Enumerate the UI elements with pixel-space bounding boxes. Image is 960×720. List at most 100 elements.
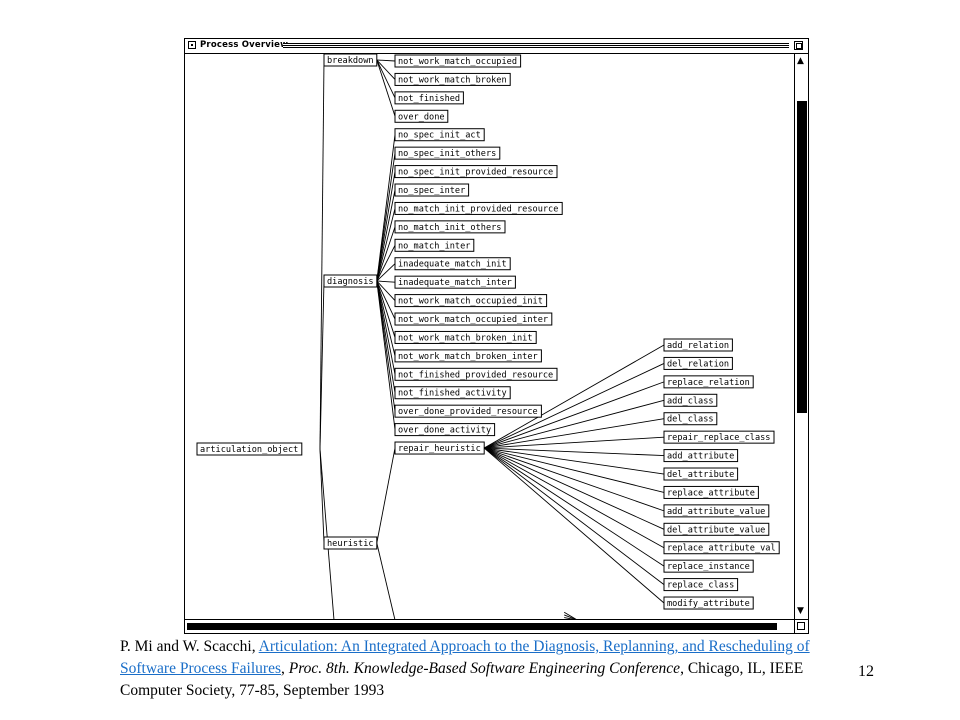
tree-edge (376, 280, 396, 301)
node-label: del_class (667, 415, 714, 425)
node-box (394, 441, 485, 455)
node-label: no_match_inter (398, 241, 470, 251)
node-box (663, 430, 775, 444)
node-leaf[interactable]: over_done_activity (394, 423, 496, 437)
node-box (394, 367, 558, 381)
node-box (394, 330, 537, 344)
node-box (394, 165, 558, 179)
node-box (663, 412, 718, 426)
node-leaf[interactable]: not_work_match_occupied_inter (394, 312, 553, 326)
node-leaf[interactable]: no_match_init_others (394, 220, 506, 234)
node-box (663, 596, 754, 610)
node-leaf[interactable]: not_finished_activity (394, 386, 511, 400)
node-repair-child[interactable]: add_attribute (663, 449, 739, 463)
window-title-bar[interactable]: Process Overview (185, 39, 808, 54)
node-repair-child[interactable]: replace_relation (663, 375, 754, 389)
node-leaf[interactable]: no_spec_init_act (394, 128, 485, 142)
title-bar-stripes (283, 43, 789, 49)
citation-caption: P. Mi and W. Scacchi, Articulation: An I… (120, 636, 852, 702)
node-box (394, 128, 485, 142)
node-repair-child[interactable]: add_attribute_value (663, 504, 770, 518)
node-leaf[interactable]: inadequate_match_init (394, 257, 511, 271)
node-repair-child[interactable]: del_attribute (663, 467, 739, 481)
resize-box-icon[interactable] (794, 619, 808, 633)
node-leaf[interactable]: not_finished_provided_resource (394, 367, 558, 381)
tree-edge (376, 280, 396, 375)
node-leaf[interactable]: no_spec_inter (394, 183, 470, 197)
citation-venue: Proc. 8th. Knowledge-Based Software Engi… (288, 660, 681, 677)
node-label: replace_instance (667, 562, 750, 572)
node-box (394, 349, 542, 363)
node-leaf[interactable]: over_done_provided_resource (394, 404, 542, 418)
node-box (394, 423, 496, 437)
node-label: over_done (398, 112, 445, 122)
node-box (394, 220, 506, 234)
node-root[interactable]: articulation_object (196, 442, 303, 456)
node-label: no_spec_init_act (398, 131, 481, 141)
node-box (394, 275, 516, 289)
node-label: over_done_activity (398, 426, 491, 436)
node-box (394, 91, 464, 105)
node-leaf[interactable]: not_work_match_broken_inter (394, 349, 542, 363)
node-leaf[interactable]: not_finished (394, 91, 464, 105)
node-leaf[interactable]: no_match_inter (394, 238, 475, 252)
node-leaf[interactable]: no_spec_init_others (394, 146, 501, 160)
node-label: no_spec_inter (398, 186, 465, 196)
node-box (663, 504, 770, 518)
node-label: del_relation (667, 359, 729, 369)
horizontal-scrollbar[interactable] (185, 619, 794, 633)
node-repair-child[interactable]: replace_attribute (663, 485, 759, 499)
paper-title-link[interactable]: Articulation: An Integrated Approach to … (120, 638, 810, 677)
node-repair-child[interactable]: replace_attribute_val (663, 541, 780, 555)
zoom-box-icon[interactable] (794, 41, 803, 50)
node-box (663, 467, 739, 481)
node-leaf[interactable]: not_work_match_occupied_init (394, 294, 548, 308)
node-label: not_finished_activity (398, 389, 507, 399)
tree-edge (376, 59, 396, 117)
node-leaf[interactable]: not_work_match_occupied (394, 54, 522, 68)
node-repair-child[interactable]: add_class (663, 393, 718, 407)
node-repair-child[interactable]: del_attribute_value (663, 522, 770, 536)
vertical-scroll-thumb[interactable] (797, 101, 807, 413)
vertical-scrollbar[interactable]: ▲ ▼ (794, 54, 808, 620)
node-group-diagnosis[interactable]: diagnosis (323, 274, 378, 288)
node-leaf[interactable]: not_work_match_broken_init (394, 330, 537, 344)
tree-edge (376, 208, 396, 282)
node-label: not_finished (398, 94, 460, 104)
tree-edge (484, 381, 665, 449)
node-label: articulation_object (200, 445, 298, 455)
node-leaf[interactable]: not_work_match_broken (394, 72, 511, 86)
node-leaf[interactable]: no_spec_init_provided_resource (394, 165, 558, 179)
scroll-down-arrow-icon[interactable]: ▼ (797, 606, 804, 616)
node-leaf[interactable]: repair_heuristic (394, 441, 485, 455)
node-group-breakdown[interactable]: breakdown (323, 54, 378, 67)
node-repair-child[interactable]: del_relation (663, 356, 733, 370)
node-repair-child[interactable]: replace_instance (663, 559, 754, 573)
node-leaf[interactable]: inadequate_match_inter (394, 275, 516, 289)
node-box (394, 257, 511, 271)
tree-edge (484, 363, 665, 449)
node-repair-child[interactable]: del_class (663, 412, 718, 426)
node-repair-child[interactable]: add_relation (663, 338, 733, 352)
horizontal-scroll-thumb[interactable] (187, 623, 777, 630)
tree-edge (484, 447, 665, 457)
tree-edge (319, 448, 335, 620)
node-group-heuristic[interactable]: heuristic (323, 536, 378, 550)
node-box (663, 485, 759, 499)
node-box (394, 183, 470, 197)
tree-edge (376, 59, 396, 80)
tree-edge (376, 447, 396, 544)
node-label: not_work_match_broken_inter (398, 352, 538, 362)
node-label: replace_relation (667, 378, 750, 388)
node-box (196, 442, 303, 456)
tree-edge (483, 447, 665, 604)
tree-edge (376, 189, 396, 282)
close-box-icon[interactable] (188, 41, 196, 49)
node-repair-child[interactable]: replace_class (663, 578, 739, 592)
scroll-up-arrow-icon[interactable]: ▲ (797, 56, 804, 66)
node-leaf[interactable]: no_match_init_provided_resource (394, 201, 563, 215)
node-repair-child[interactable]: modify_attribute (663, 596, 754, 610)
node-repair-child[interactable]: repair_replace_class (663, 430, 775, 444)
node-leaf[interactable]: over_done (394, 109, 449, 123)
tree-edge (376, 542, 396, 620)
